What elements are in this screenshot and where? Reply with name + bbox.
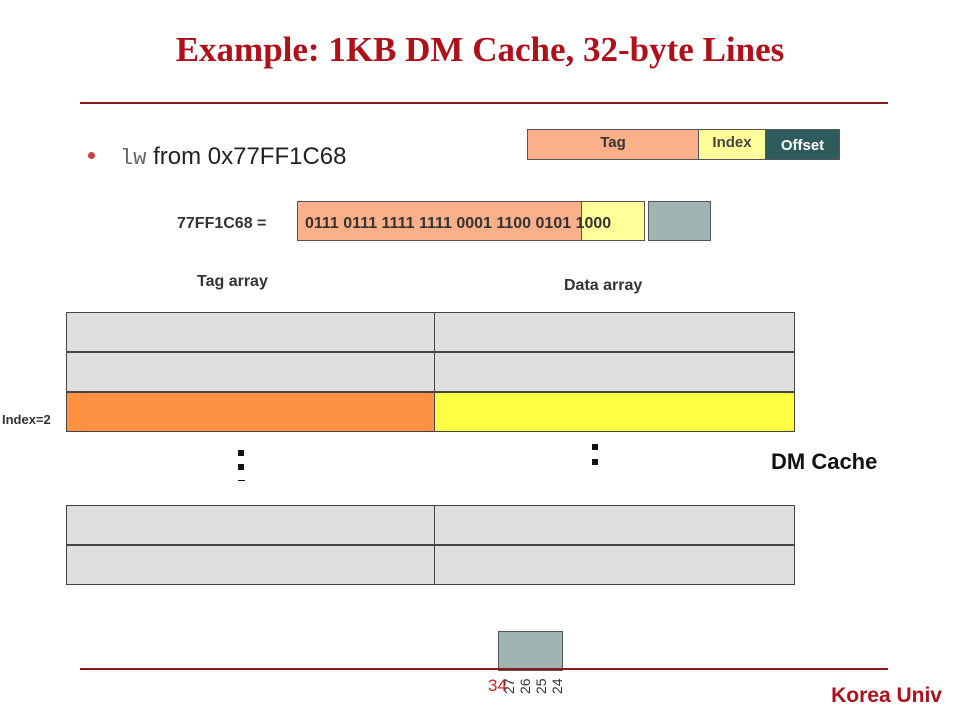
address-label: 77FF1C68 = (177, 215, 267, 232)
bullet-description: from 0x77FF1C68 (146, 143, 347, 170)
address-index-segment (581, 201, 645, 241)
data-array-row-highlighted (434, 392, 795, 432)
data-array-label: Data array (564, 277, 643, 294)
bullet-text: lw from 0x77FF1C68 (120, 143, 346, 171)
footer-brand: Korea Univ (831, 684, 942, 707)
slide-title: Example: 1KB DM Cache, 32-byte Lines (175, 30, 785, 69)
field-index: Index (698, 129, 766, 160)
ellipsis-dot (238, 450, 244, 456)
offset-box (498, 631, 563, 671)
data-array-row (434, 505, 795, 545)
tag-array-row (66, 312, 435, 352)
bit-label: 25 (533, 678, 549, 694)
data-array-row (434, 312, 795, 352)
tag-array-row (66, 505, 435, 545)
bit-label: 26 (517, 678, 533, 694)
bit-label: 27 (501, 678, 517, 694)
tag-array-label: Tag array (197, 273, 268, 290)
address-offset-segment (648, 201, 711, 241)
bullet-icon (88, 152, 95, 159)
title-divider (80, 102, 888, 104)
instruction-code: lw (120, 146, 147, 171)
field-tag: Tag (527, 129, 699, 160)
address-bits: 0111 0111 1111 1111 0001 1100 0101 1000 (305, 215, 612, 232)
ellipsis-dash (238, 480, 245, 481)
data-array-row (434, 545, 795, 585)
ellipsis-dot (592, 459, 598, 465)
dm-cache-label: DM Cache (771, 449, 878, 474)
index-label: Index=2 (2, 412, 51, 427)
tag-array-row (66, 352, 435, 392)
footer-divider (80, 668, 888, 670)
tag-array-row-highlighted (66, 392, 435, 432)
bit-label: 24 (549, 678, 565, 694)
address-tag-segment (297, 201, 582, 241)
field-offset: Offset (765, 129, 840, 160)
ellipsis-dot (592, 444, 598, 450)
data-array-row (434, 352, 795, 392)
page-number: 34 (488, 676, 507, 695)
ellipsis-dot (238, 464, 244, 470)
tag-array-row (66, 545, 435, 585)
